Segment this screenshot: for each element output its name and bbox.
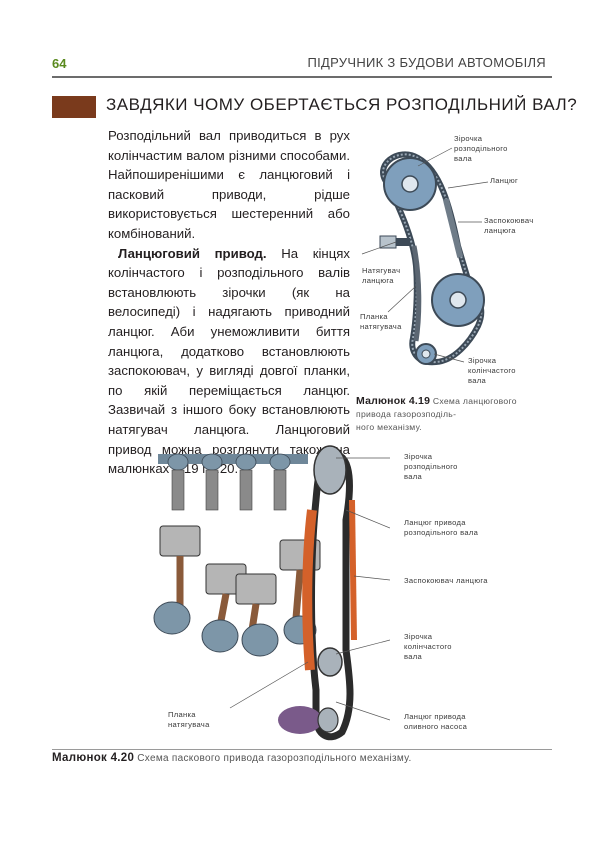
label-tensioner: Натягувач ланцюга: [362, 266, 401, 285]
caption-divider: [52, 749, 552, 750]
chain-drive-diagram: [361, 147, 489, 366]
crankshaft-icon: [153, 601, 317, 657]
caption-number: Малюнок 4.20: [52, 752, 135, 764]
label-chain: Ланцюг: [490, 176, 519, 185]
camshaft-icon: [158, 454, 308, 464]
cam-sprocket-icon: [313, 445, 347, 495]
label-crank-sprocket: Зірочка колінчастого вала: [468, 356, 516, 385]
label-cam-sprocket: Зірочка розподільного вала: [454, 134, 508, 163]
page-number: 64: [52, 56, 67, 71]
damper-icon: [442, 198, 464, 258]
label-tensioner-bar: Планка натягувача: [360, 312, 402, 331]
label-crank-sprocket-420: Зірочка колінчастого вала: [404, 632, 452, 661]
figure-4-20-caption: Малюнок 4.20 Схема паскового привода газ…: [52, 752, 412, 764]
caption-text: Схема ланцюгового: [432, 396, 517, 406]
caption-text: Схема паскового привода газорозподільног…: [137, 753, 412, 764]
paragraph-lead: Ланцюговий привод.: [118, 245, 267, 261]
label-cam-sprocket-420: Зірочка розподільного вала: [404, 452, 458, 481]
belt-drive-illustration: [153, 445, 391, 741]
label-oil-pump-chain-420: Ланцюг привода оливного насоса: [404, 712, 468, 731]
paragraph: Розподільний вал приводиться в рух колін…: [108, 128, 350, 241]
crank-sprocket-icon: [317, 647, 343, 677]
header-divider: [52, 76, 552, 78]
section-title: ЗАВДЯКИ ЧОМУ ОБЕРТАЄТЬСЯ РОЗПОДІЛЬНИЙ ВА…: [106, 95, 578, 114]
paragraph-body: На кінцях колінчастого і розподільного в…: [108, 245, 350, 477]
oil-pump-icon: [278, 706, 322, 734]
damper-icon: [349, 499, 357, 641]
tensioner-bar-icon: [302, 509, 317, 671]
figure-4-19: Зірочка розподільного вала Ланцюг Заспок…: [358, 126, 558, 402]
body-text: Розподільний вал приводиться в рух колін…: [108, 126, 350, 479]
page-header: 64 ПІДРУЧНИК З БУДОВИ АВТОМОБІЛЯ: [52, 52, 552, 74]
caption-number: Малюнок 4.19: [356, 395, 431, 407]
tensioner-icon: [379, 235, 397, 249]
figure-4-19-caption: Малюнок 4.19 Схема ланцюгового привода г…: [356, 395, 517, 432]
label-damper: Заспокоювач ланцюга: [484, 216, 534, 235]
tensioner-bar-icon: [411, 245, 422, 342]
label-tensioner-bar-420: Планка натягувача: [168, 710, 210, 729]
timing-belt-icon: [308, 451, 354, 741]
section-marker: [52, 96, 96, 118]
label-cam-chain-420: Ланцюг привода розподільного вала: [404, 518, 479, 537]
book-title: ПІДРУЧНИК З БУДОВИ АВТОМОБІЛЯ: [307, 55, 546, 70]
figure-4-20: [140, 440, 391, 745]
paragraph: Ланцюговий привод. На кінцях колінчастог…: [108, 244, 350, 479]
label-damper-420: Заспокоювач ланцюга: [404, 576, 488, 585]
